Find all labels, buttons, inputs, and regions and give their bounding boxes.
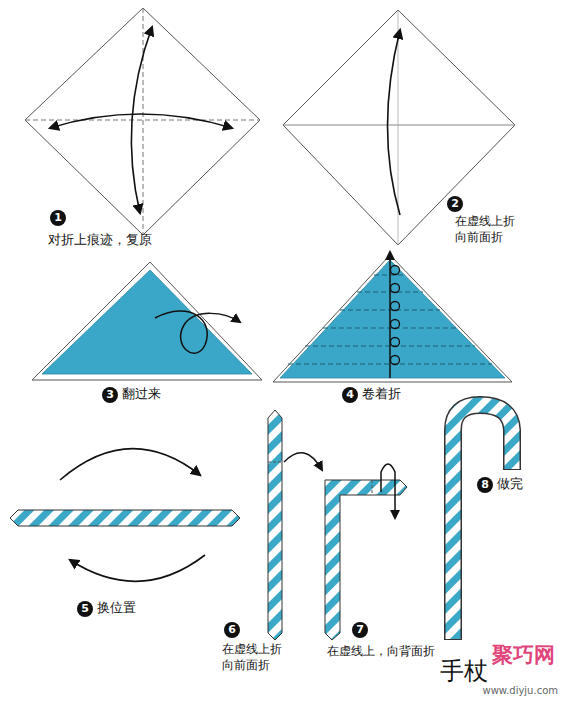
step-instruction: 卷着折 — [362, 386, 401, 403]
step1-diamond — [25, 8, 260, 235]
step7-strip — [325, 464, 407, 640]
watermark-url: www.diyju.com — [483, 684, 559, 697]
step-instruction: 对折上痕迹，复原 — [48, 232, 152, 249]
step6-strip — [268, 410, 322, 640]
step-instruction: 在虚线上折 向前面折 — [222, 642, 286, 673]
title: 手杖 — [440, 655, 488, 687]
step-instruction: 在虚线上，向背面折 — [327, 644, 435, 660]
step-instruction: 做完 — [497, 476, 523, 493]
step-instruction: 在虚线上折 向前面折 — [455, 214, 519, 245]
step2-diamond — [283, 10, 515, 245]
callout-number: 6 — [224, 622, 240, 638]
step5-strip — [10, 449, 240, 582]
callout-number: 8 — [477, 477, 493, 493]
step8-cane — [453, 405, 512, 640]
callout-number: 3 — [102, 387, 118, 403]
step3-triangle — [32, 262, 262, 380]
callout-number: 1 — [50, 210, 66, 226]
step-instruction: 翻过来 — [122, 386, 161, 403]
step4-triangle — [273, 252, 512, 382]
watermark: 聚巧网 — [492, 642, 555, 669]
callout-number: 5 — [77, 601, 93, 617]
callout-number: 4 — [342, 387, 358, 403]
step-instruction: 换位置 — [97, 600, 136, 617]
callout-number: 7 — [352, 622, 368, 638]
callout-number: 2 — [447, 196, 463, 212]
